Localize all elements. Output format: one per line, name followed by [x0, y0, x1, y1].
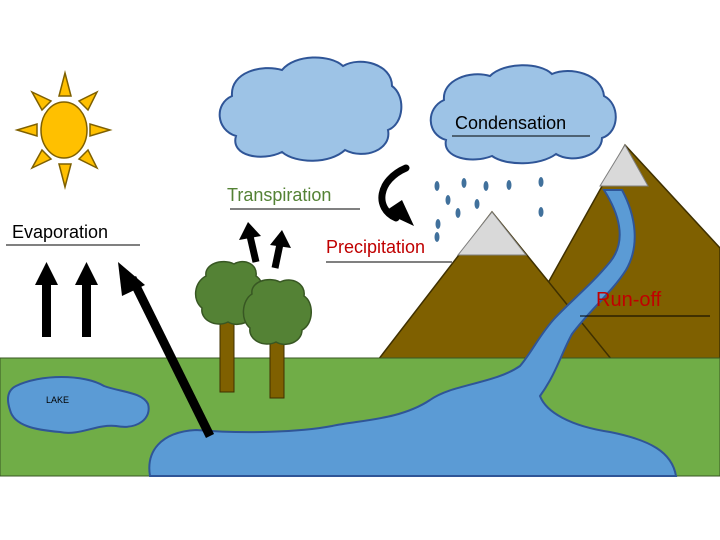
evaporation-diagonal-arrow — [118, 262, 215, 438]
cloud-icon — [429, 64, 617, 165]
evaporation-label: Evaporation — [12, 222, 108, 242]
up-arrow-icon — [35, 262, 98, 337]
raindrop-icon — [434, 177, 544, 242]
river — [148, 189, 678, 477]
sun-icon — [14, 70, 113, 190]
up-arrow-icon — [239, 222, 291, 269]
precipitation-label: Precipitation — [326, 237, 425, 257]
condensation-curve-arrow — [378, 164, 414, 226]
condensation-label: Condensation — [455, 113, 566, 133]
lake-label: LAKE — [46, 395, 69, 405]
tree-icon — [242, 278, 312, 399]
runoff-label: Run-off — [596, 289, 662, 311]
transpiration-label: Transpiration — [227, 185, 331, 205]
lake — [7, 376, 150, 434]
cloud-icon — [218, 56, 403, 162]
